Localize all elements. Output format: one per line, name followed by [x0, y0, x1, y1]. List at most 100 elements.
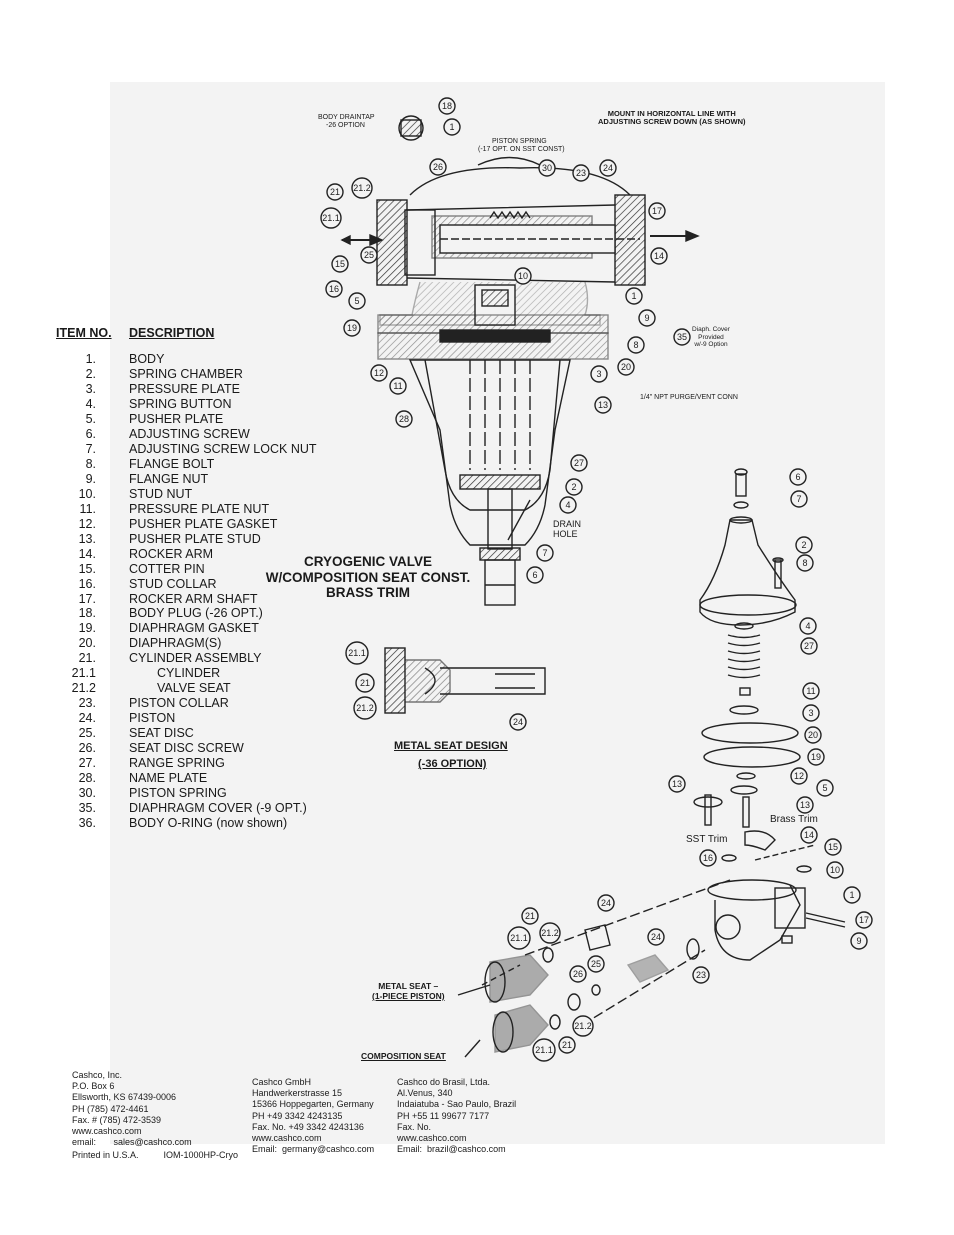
part-row: 23.PISTON COLLAR	[56, 696, 326, 711]
callout-e-15: 15	[824, 838, 842, 856]
svg-text:28: 28	[399, 414, 409, 424]
part-row: 19.DIAPHRAGM GASKET	[56, 621, 326, 636]
part-row: 3.PRESSURE PLATE	[56, 382, 326, 397]
part-number: 14.	[78, 546, 96, 561]
svg-text:21.1: 21.1	[510, 933, 528, 943]
callout-e-19: 19	[807, 748, 825, 766]
main-cross-section	[340, 115, 700, 606]
part-number: 27.	[78, 756, 96, 771]
callout-m-24: 24	[509, 713, 527, 731]
callout-2: 2	[565, 478, 583, 496]
svg-text:21.1: 21.1	[348, 648, 366, 658]
svg-text:5: 5	[822, 783, 827, 793]
callout-e-10: 10	[826, 861, 844, 879]
svg-text:23: 23	[576, 168, 586, 178]
seat-explode	[457, 879, 731, 1058]
callout-e-11: 11	[802, 682, 820, 700]
addr-de-line: Handwerkerstrasse 15	[252, 1088, 343, 1099]
svg-text:27: 27	[574, 458, 584, 468]
svg-text:24: 24	[651, 932, 661, 942]
callout-e-4: 4	[799, 617, 817, 635]
part-row: 17.ROCKER ARM SHAFT	[56, 592, 326, 607]
callout-e-16: 16	[699, 849, 717, 867]
callout-5: 5	[348, 292, 366, 310]
cryogenic-valve-title: CRYOGENIC VALVE W/COMPOSITION SEAT CONST…	[265, 554, 471, 600]
svg-text:7: 7	[542, 548, 547, 558]
callout-s-21-2a: 21.2	[539, 922, 561, 944]
callout-m-21-2: 21.2	[353, 696, 377, 720]
addr-usa-line: Fax. # (785) 472-3539	[72, 1114, 162, 1125]
svg-text:3: 3	[596, 369, 601, 379]
part-description: NAME PLATE	[129, 771, 208, 786]
callout-e-7: 7	[790, 490, 808, 508]
part-number: 28.	[78, 771, 96, 786]
part-description: ADJUSTING SCREW LOCK NUT	[129, 441, 317, 456]
svg-text:2: 2	[571, 482, 576, 492]
callout-16: 16	[325, 280, 343, 298]
drawing-panel	[110, 82, 885, 1144]
part-description: PUSHER PLATE	[129, 411, 224, 426]
part-number: 20.	[78, 636, 96, 651]
callout-18: 18	[438, 97, 456, 115]
addr-de-line: 15366 Hoppegarten, Germany	[252, 1099, 374, 1110]
callouts-main: 18 1 26 30 23 24 21 21.2 21.1 17 25 10 1…	[320, 97, 691, 584]
part-number: 4.	[85, 396, 96, 411]
svg-text:24: 24	[601, 898, 611, 908]
callout-26: 26	[429, 158, 447, 176]
callout-e-17: 17	[855, 911, 873, 929]
callout-e-27: 27	[800, 637, 818, 655]
composition-seat-label: COMPOSITION SEAT	[361, 1051, 446, 1061]
part-description: DIAPHRAGM GASKET	[129, 621, 259, 636]
svg-text:10: 10	[518, 271, 528, 281]
svg-text:24: 24	[513, 717, 523, 727]
svg-text:21.2: 21.2	[353, 183, 371, 193]
part-row: 35.DIAPHRAGM COVER (-9 OPT.)	[56, 801, 326, 816]
svg-text:25: 25	[364, 250, 374, 260]
part-number: 2.	[85, 366, 96, 381]
part-row: 21.CYLINDER ASSEMBLY	[56, 651, 326, 666]
part-description: COTTER PIN	[129, 561, 205, 576]
svg-text:16: 16	[329, 284, 339, 294]
callout-s-23: 23	[692, 966, 710, 984]
part-description: BODY O-RING (now shown)	[129, 816, 288, 831]
svg-text:26: 26	[433, 162, 443, 172]
callout-21-2: 21.2	[351, 177, 373, 199]
part-description: PISTON SPRING	[129, 786, 227, 801]
part-number: 25.	[78, 726, 96, 741]
callouts-seat: 21 24 21.1 21.2 24 25 26 23 21.2 21 21.1	[507, 894, 710, 1062]
callout-s-24b: 24	[647, 928, 665, 946]
part-row: 7.ADJUSTING SCREW LOCK NUT	[56, 442, 326, 457]
part-row: 2.SPRING CHAMBER	[56, 367, 326, 382]
addr-br-line: Email: brazil@cashco.com	[397, 1144, 506, 1155]
addr-usa-line: Printed in U.S.A. IOM-1000HP-Cryo	[72, 1150, 239, 1161]
part-number: 23.	[78, 696, 96, 711]
callout-1: 1	[443, 118, 461, 136]
svg-text:21: 21	[330, 187, 340, 197]
callout-e-20: 20	[804, 726, 822, 744]
part-description: ROCKER ARM	[129, 546, 214, 561]
callout-s-21b: 21	[558, 1036, 576, 1054]
svg-text:27: 27	[804, 641, 814, 651]
svg-text:19: 19	[347, 323, 357, 333]
part-description: PUSHER PLATE STUD	[129, 531, 261, 546]
svg-text:15: 15	[828, 842, 838, 852]
part-number: 36.	[78, 816, 96, 831]
part-description: PRESSURE PLATE	[129, 381, 240, 396]
callout-e-1: 1	[843, 886, 861, 904]
addr-usa-line: www.cashco.com	[72, 1125, 142, 1136]
svg-text:14: 14	[804, 830, 814, 840]
part-number: 15.	[78, 561, 96, 576]
part-row: 27.RANGE SPRING	[56, 756, 326, 771]
svg-text:8: 8	[633, 340, 638, 350]
part-row: 36. BODY O-RING (now shown)	[56, 816, 326, 831]
addr-usa-line: Ellsworth, KS 67439-0006	[72, 1092, 177, 1103]
part-description: SEAT DISC SCREW	[129, 741, 244, 756]
header-description: DESCRIPTION	[129, 326, 215, 340]
callout-e-6: 6	[789, 468, 807, 486]
callout-e-3: 3	[802, 704, 820, 722]
part-description: CYLINDER	[157, 666, 221, 681]
addr-usa-line: P.O. Box 6	[72, 1081, 115, 1092]
svg-text:9: 9	[856, 936, 861, 946]
part-row: 18.BODY PLUG (-26 OPT.)	[56, 606, 326, 621]
